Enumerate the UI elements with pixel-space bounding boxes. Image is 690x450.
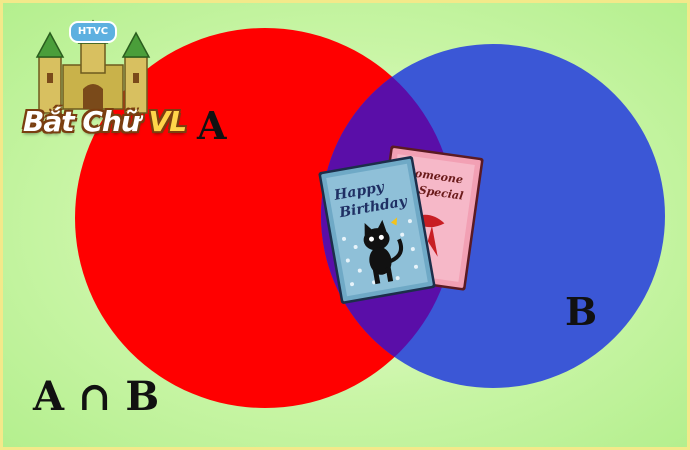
set-a-label: A <box>197 103 227 148</box>
logo-title-main: Bắt Chữ <box>23 105 141 138</box>
intersection-formula: A ∩ B <box>33 373 160 420</box>
venn-diagram <box>75 28 665 408</box>
logo-badge: HTVC <box>69 21 117 43</box>
logo-title-accent: VL <box>148 105 188 138</box>
intersection-region <box>321 44 455 388</box>
logo-title: Bắt Chữ VL <box>23 105 188 138</box>
set-b-label: B <box>565 289 598 334</box>
game-logo: HTVC Bắt Chữ VL <box>19 17 187 142</box>
happy-birthday-card: Happy Birthday <box>318 155 436 305</box>
